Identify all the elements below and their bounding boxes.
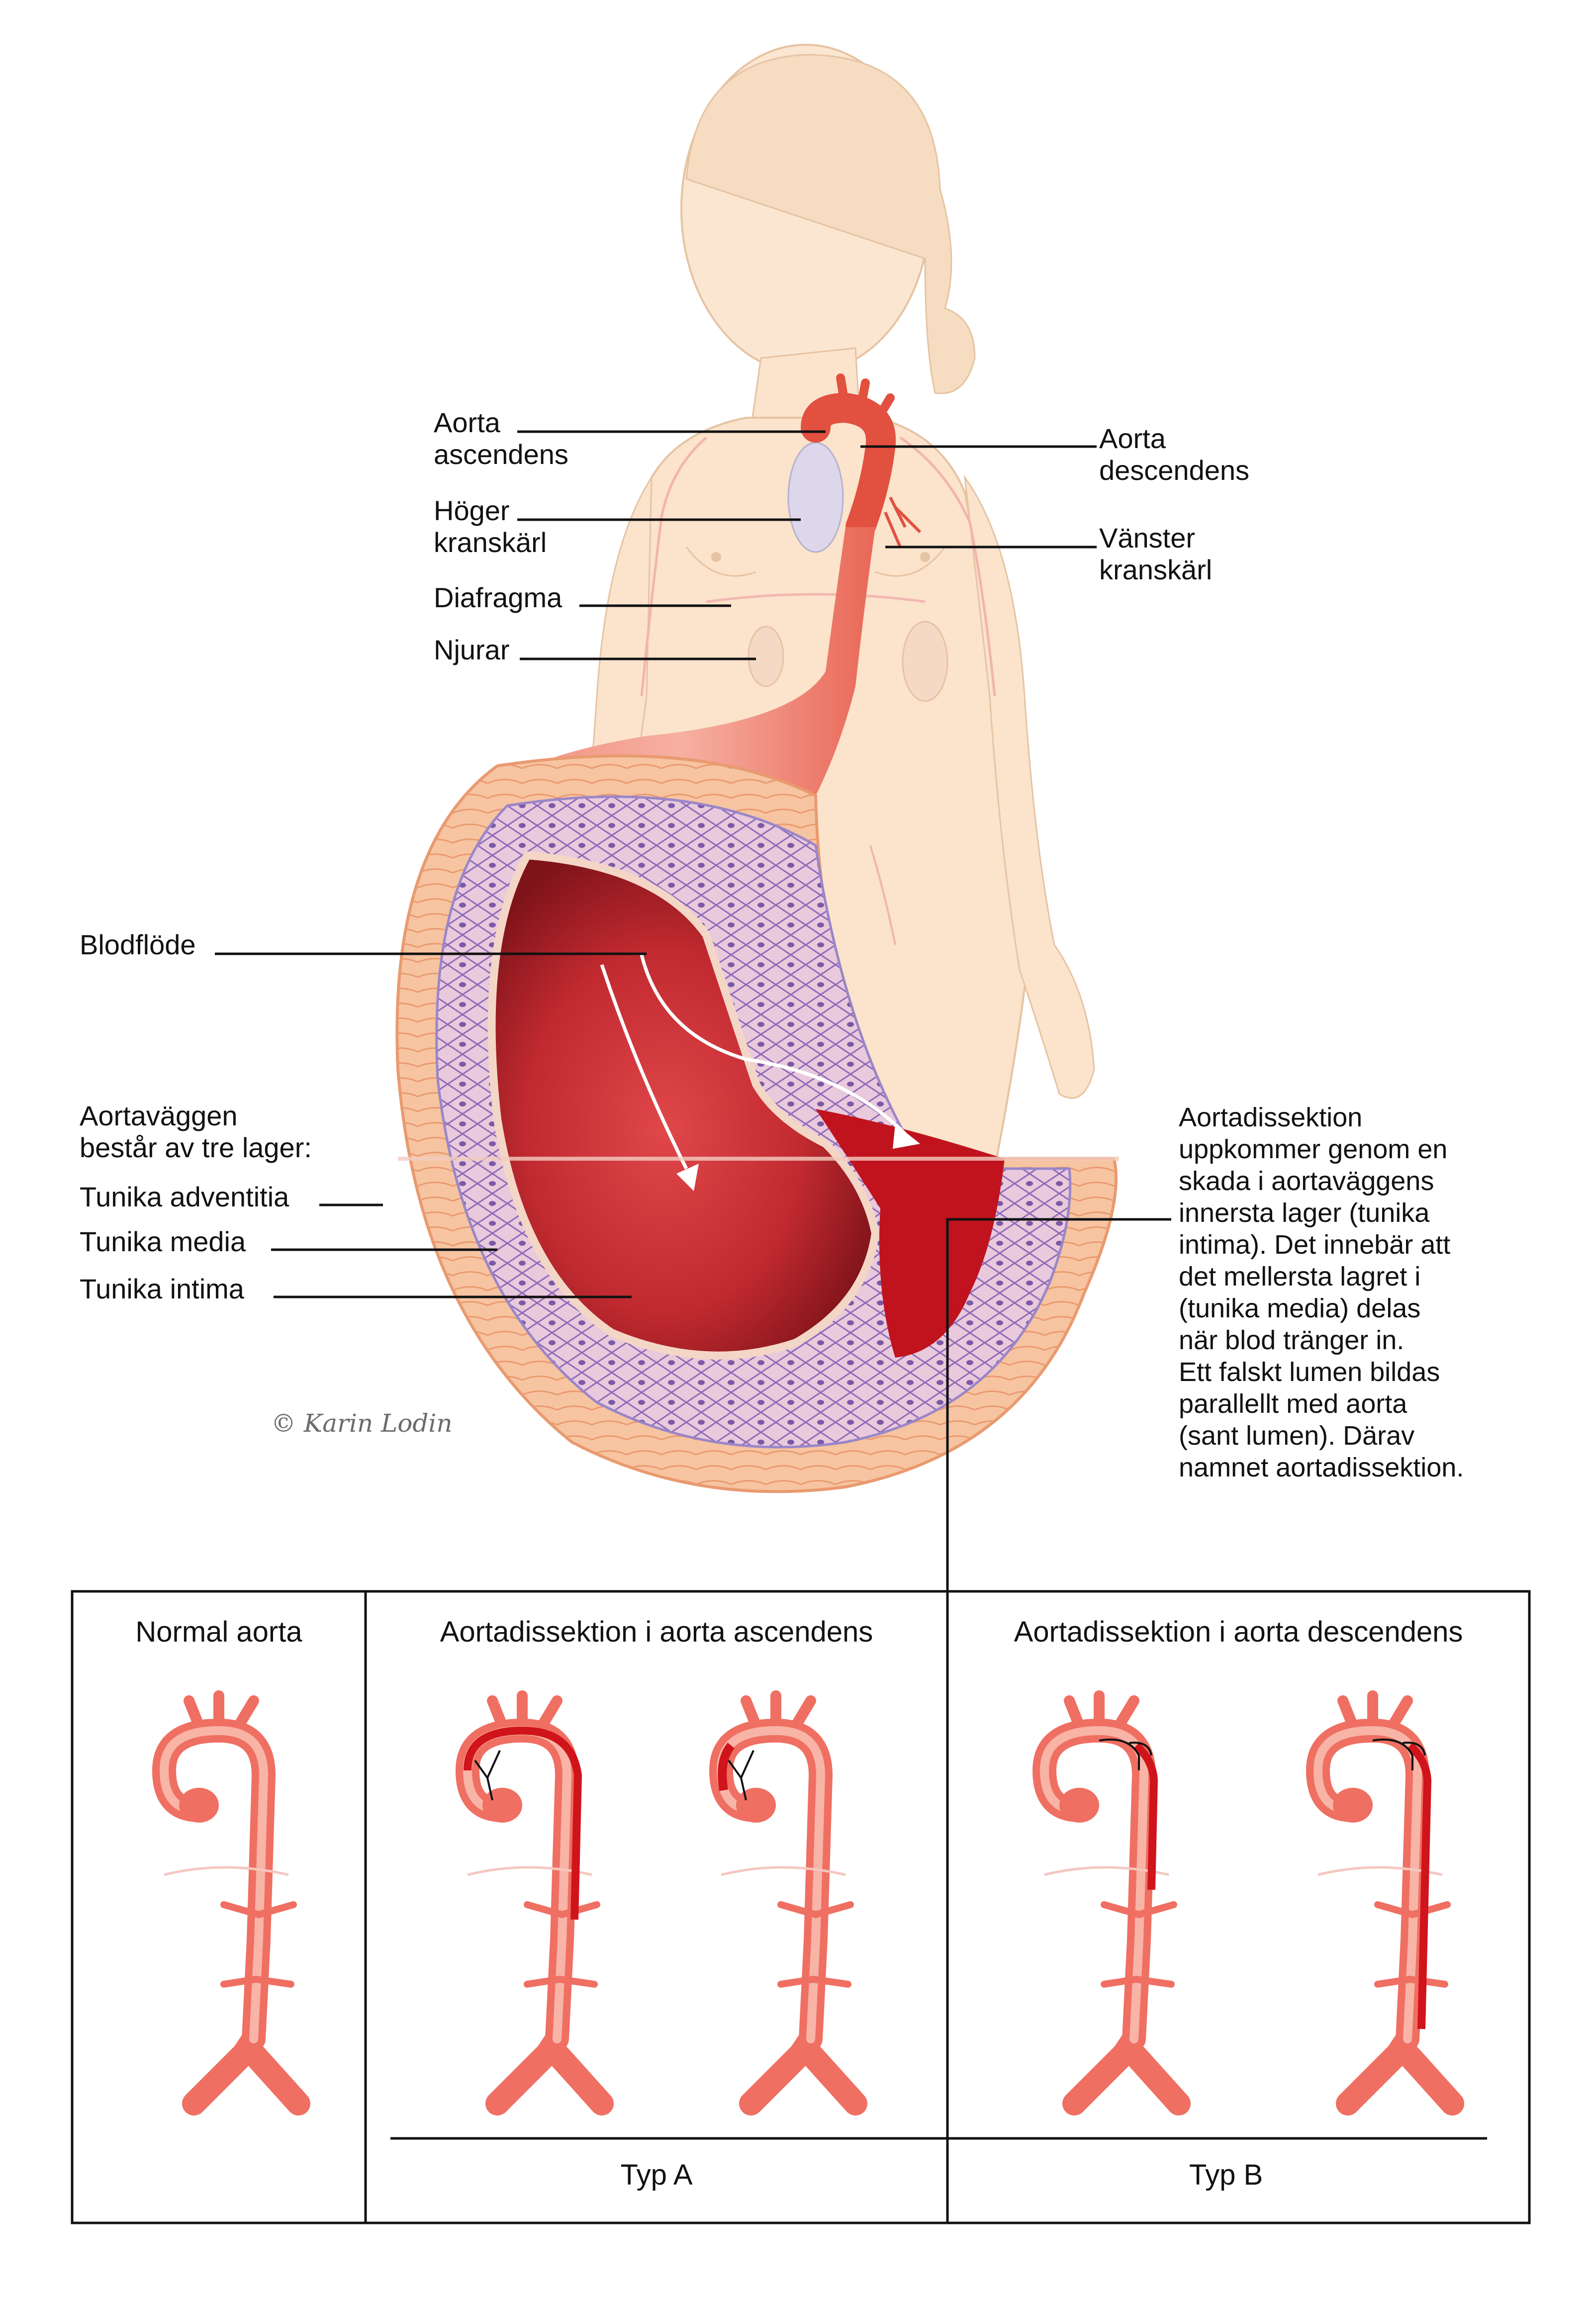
artist-signature: © Karin Lodin [271,1409,453,1438]
blood-flow-arrowhead-1 [676,1164,699,1191]
label-hoger-kranskarl: Höger kranskärl [434,495,547,558]
aorta-diagrams [152,1690,1464,2116]
label-aorta-ascendens: Aorta ascendens [434,407,568,470]
blood-flow-arrow-1 [600,964,688,1170]
panel-title-ascendens: Aortadissektion i aorta ascendens [440,1616,873,1648]
type-b-label: Typ B [1189,2159,1263,2191]
leader-lines [215,430,1171,1591]
descending-aorta-funnel [487,527,875,796]
type-b-diagram-1 [1033,1690,1191,2116]
panel-frame [71,1590,1531,2224]
heart-aorta [787,373,922,553]
type-a-diagram-2 [709,1690,867,2116]
type-a-diagram-1 [456,1690,614,2116]
blood-flow-arrowhead-2 [893,1124,920,1149]
aorta-cross-section [395,754,1119,1493]
label-blodflode: Blodflöde [80,929,196,960]
normal-aorta-diagram [152,1690,310,2116]
type-a-label: Typ A [620,2159,693,2191]
panel-title-normal: Normal aorta [135,1616,302,1648]
blood-flow-arrow-2 [640,954,907,1135]
label-njurar: Njurar [434,634,510,665]
label-tunika-media: Tunika media [80,1226,246,1257]
dissection-description: Aortadissektion uppkommer genom en skada… [1179,1103,1464,1482]
label-tunika-intima: Tunika intima [80,1273,244,1304]
label-vanster-kranskarl: Vänster kranskärl [1099,522,1213,585]
type-b-diagram-2 [1306,1690,1464,2116]
label-diafragma: Diafragma [434,582,563,613]
panel-title-descendens: Aortadissektion i aorta descendens [1014,1616,1463,1648]
label-aortavaggen: Aortaväggen består av tre lager: [80,1100,312,1163]
label-tunika-adventitia: Tunika adventitia [80,1181,289,1212]
label-aorta-descendens: Aorta descendens [1099,423,1250,486]
